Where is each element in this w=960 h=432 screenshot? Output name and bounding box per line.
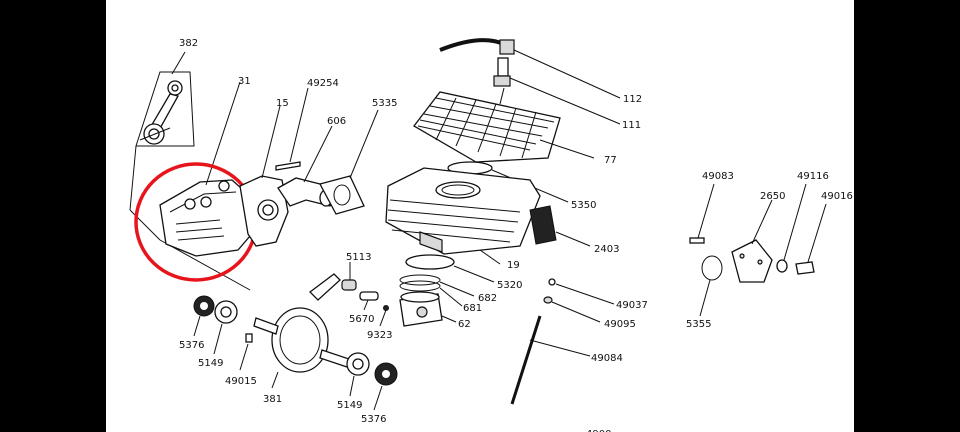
label-5113: 5113: [346, 252, 371, 263]
part-head-gasket-5350: [447, 161, 569, 203]
part-number-labels: 382 31 15 49254 606 5335 112 111 77 5350…: [179, 38, 853, 432]
part-screw-49083: [689, 183, 715, 244]
part-base-gasket-5320: [405, 254, 495, 283]
label-49083: 49083: [702, 171, 734, 182]
label-4900-cut: 4900: [586, 429, 611, 432]
part-spark-plug-111: [493, 57, 621, 125]
label-111: 111: [622, 120, 641, 131]
label-5320: 5320: [497, 280, 522, 291]
part-reed-2403: [529, 205, 591, 247]
part-bearing-5149-right: [346, 352, 370, 397]
part-cover-2650: [731, 199, 773, 283]
part-crankcase-15: [239, 105, 289, 247]
part-cylinder-head-77: [413, 91, 595, 163]
part-bearing-5149-left: [213, 300, 238, 355]
label-5350: 5350: [571, 200, 596, 211]
label-5335: 5335: [372, 98, 397, 109]
part-plug-49016: [795, 203, 827, 275]
part-pin-5670: [359, 291, 379, 311]
label-5355: 5355: [686, 319, 711, 330]
label-5376-left: 5376: [179, 340, 204, 351]
label-15: 15: [276, 98, 289, 109]
label-5149-right: 5149: [337, 400, 362, 411]
label-9323: 9323: [367, 330, 392, 341]
label-381: 381: [263, 394, 282, 405]
label-5376-right: 5376: [361, 414, 386, 425]
label-682: 682: [478, 293, 497, 304]
part-clip-9323: [379, 305, 389, 327]
part-spark-plug-cable-112: [439, 38, 621, 99]
part-piston-62: [399, 291, 457, 327]
label-49015: 49015: [225, 376, 257, 387]
part-washer-49095: [543, 296, 601, 323]
label-31: 31: [238, 76, 251, 87]
label-49095: 49095: [604, 319, 636, 330]
label-681: 681: [463, 303, 482, 314]
label-49116: 49116: [797, 171, 829, 182]
part-piston-rings-682-681: [399, 274, 475, 307]
label-49084: 49084: [591, 353, 623, 364]
part-crankshaft-381: [253, 273, 359, 389]
part-crankcase-cover-31: [159, 81, 251, 257]
label-112: 112: [623, 94, 642, 105]
label-5670: 5670: [349, 314, 374, 325]
part-connecting-rod-382: [135, 51, 195, 147]
label-382: 382: [179, 38, 198, 49]
part-seal-5376-right: [373, 362, 398, 411]
part-seal-5376-left: [193, 295, 215, 337]
label-62: 62: [458, 319, 471, 330]
label-606: 606: [327, 116, 346, 127]
part-needle-bearing-5113: [341, 262, 357, 291]
label-5149-left: 5149: [198, 358, 223, 369]
label-49254: 49254: [307, 78, 339, 89]
label-19: 19: [507, 260, 520, 271]
part-key-49015: [239, 333, 253, 371]
part-screw-49037: [548, 278, 615, 305]
label-49016: 49016: [821, 191, 853, 202]
part-cylinder-19: [385, 167, 541, 265]
part-bolt-49254: [275, 87, 309, 171]
label-2650: 2650: [760, 191, 785, 202]
label-77: 77: [604, 155, 617, 166]
part-gasket-5355: [699, 255, 723, 317]
part-gasket-5335: [319, 109, 379, 215]
part-oring-49116: [776, 183, 807, 273]
part-stud-49084: [510, 315, 591, 405]
label-49037: 49037: [616, 300, 648, 311]
label-2403: 2403: [594, 244, 619, 255]
